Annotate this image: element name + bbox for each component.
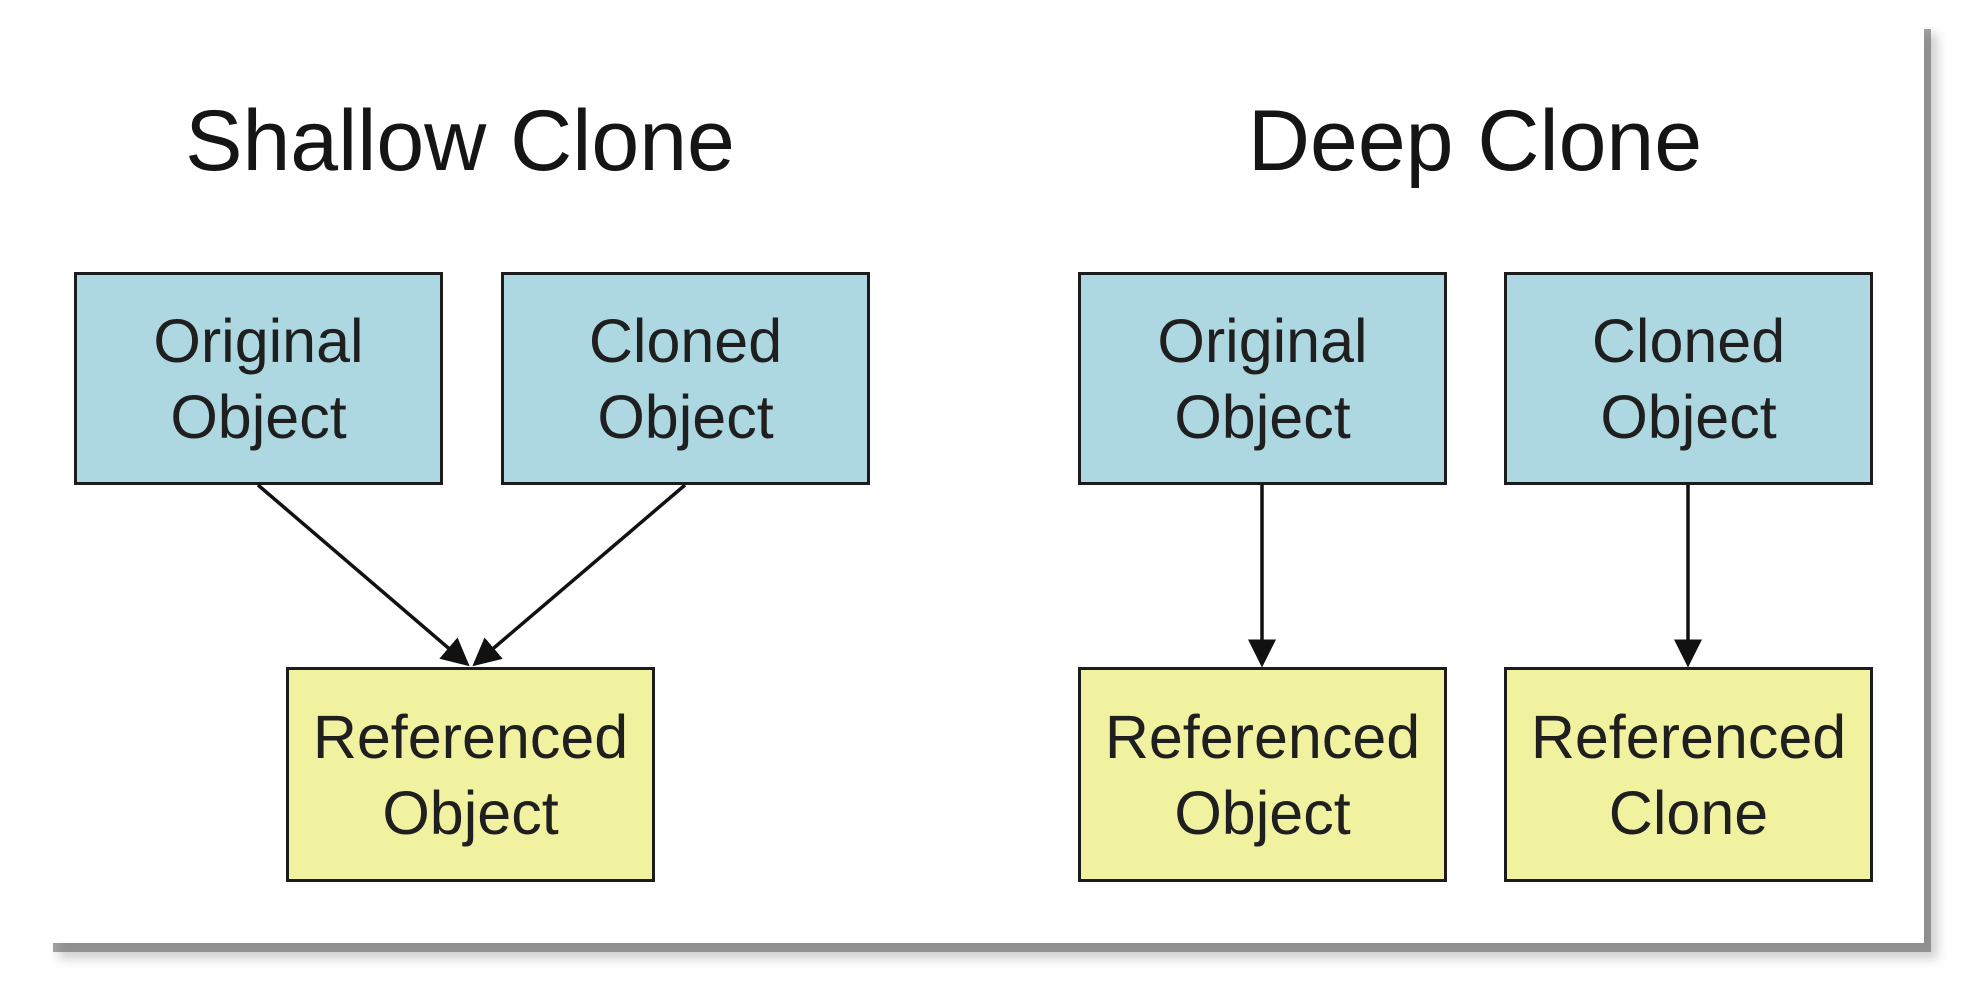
deep-original-line2: Object: [1174, 382, 1351, 451]
deep-referenced-object-line1: Referenced: [1104, 702, 1421, 771]
deep-clone-title: Deep Clone: [1247, 93, 1703, 189]
deep-cloned-line1: Cloned: [1591, 306, 1786, 375]
shallow-original-line1: Original: [153, 306, 364, 375]
shallow-cloned-object-box: Cloned Object: [501, 272, 870, 485]
shallow-original-object-box: Original Object: [74, 272, 443, 485]
deep-referenced-object-box: Referenced Object: [1078, 667, 1447, 882]
deep-original-line1: Original: [1157, 306, 1368, 375]
shallow-original-line2: Object: [170, 382, 347, 451]
deep-referenced-clone-line2: Clone: [1608, 778, 1769, 847]
shallow-cloned-line2: Object: [597, 382, 774, 451]
deep-referenced-clone-box: Referenced Clone: [1504, 667, 1873, 882]
deep-cloned-object-box: Cloned Object: [1504, 272, 1873, 485]
deep-referenced-clone-line1: Referenced: [1530, 702, 1847, 771]
shallow-cloned-line1: Cloned: [588, 306, 783, 375]
shallow-clone-title: Shallow Clone: [185, 93, 735, 189]
shallow-referenced-object-box: Referenced Object: [286, 667, 655, 882]
deep-cloned-line2: Object: [1600, 382, 1777, 451]
deep-original-object-box: Original Object: [1078, 272, 1447, 485]
shallow-referenced-line2: Object: [382, 778, 559, 847]
shallow-referenced-line1: Referenced: [312, 702, 629, 771]
deep-referenced-object-line2: Object: [1174, 778, 1351, 847]
